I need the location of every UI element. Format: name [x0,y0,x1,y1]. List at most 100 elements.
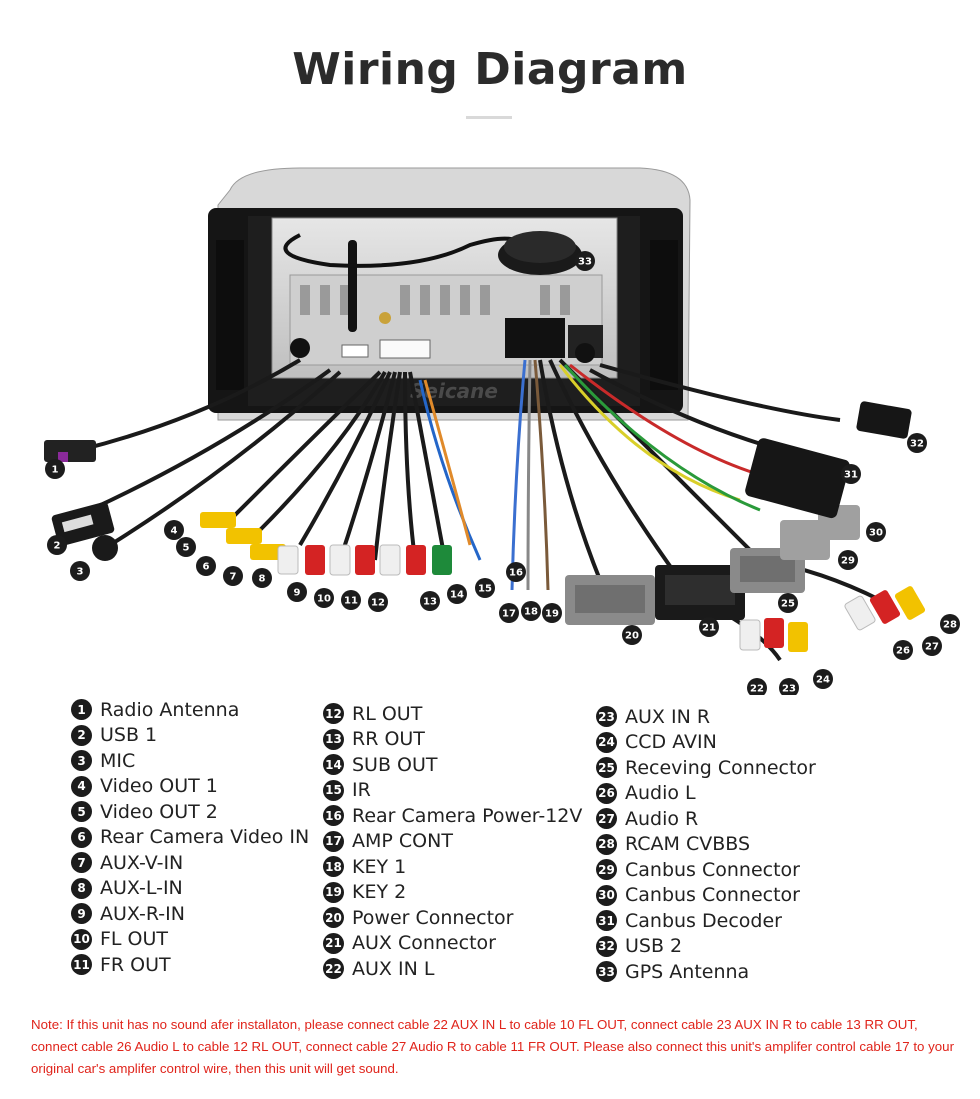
legend-item: 26 Audio L [596,781,816,807]
callout-badge [341,590,361,610]
gps-antenna [283,231,582,275]
callout-badge [747,678,767,695]
legend-number-badge: 28 [596,833,617,855]
callout-number: 19 [545,609,559,620]
legend-number-badge: 20 [323,907,344,929]
legend-number-badge: 23 [596,706,617,728]
legend-number-badge: 7 [71,852,92,874]
callout-badge [521,601,541,621]
legend-label: Video OUT 2 [100,800,218,823]
usb2-plug [856,401,912,439]
callout-number: 28 [943,620,957,631]
legend-number-badge: 33 [596,961,617,983]
legend-label: Power Connector [352,906,514,929]
callout-number: 8 [259,574,266,585]
callout-badge [893,640,913,660]
callout-badge [164,520,184,540]
legend-label: AMP CONT [352,830,453,853]
legend-label: AUX-R-IN [100,902,185,925]
legend-number-badge: 6 [71,826,92,848]
callout-number: 26 [896,646,910,657]
legend-label: AUX-V-IN [100,851,184,874]
legend-number-badge: 30 [596,884,617,906]
legend-number-badge: 17 [323,830,344,852]
legend-number-badge: 12 [323,703,344,725]
callout-badge [866,522,886,542]
callout-number: 9 [294,588,301,599]
callout-number: 32 [910,439,924,450]
head-unit: Seicane [208,167,691,421]
callout-number: 2 [54,541,61,552]
legend-number-badge: 26 [596,782,617,804]
callout-badge [813,669,833,689]
callout-number: 13 [423,597,437,608]
callout-number: 25 [781,599,795,610]
legend-item: 16 Rear Camera Power-12V [323,803,582,829]
callout-number: 31 [844,470,858,481]
rca-plugs-right [739,586,926,652]
callout-badge [314,588,334,608]
callout-number: 5 [183,543,190,554]
legend-number-badge: 16 [323,805,344,827]
legend-label: Canbus Connector [625,858,800,881]
legend-label: KEY 2 [352,881,407,904]
callout-badge [699,617,719,637]
canbus-decoder-box [745,438,850,519]
legend-label: GPS Antenna [625,960,750,983]
legend-item: 9 AUX-R-IN [71,901,309,927]
legend-number-badge: 8 [71,877,92,899]
legend-number-badge: 9 [71,903,92,925]
legend-label: USB 1 [100,724,158,747]
legend-item: 6 Rear Camera Video IN [71,825,309,851]
legend-label: Audio L [625,782,696,805]
callout-number: 10 [317,594,331,605]
callout-number: 17 [502,609,516,620]
callout-badge [841,464,861,484]
callout-number: 4 [171,526,178,537]
callout-badge [70,561,90,581]
legend-item: 7 AUX-V-IN [71,850,309,876]
legend-label: Canbus Decoder [625,909,782,932]
legend-item: 5 Video OUT 2 [71,799,309,825]
legend-number-badge: 4 [71,775,92,797]
legend-number-badge: 29 [596,859,617,881]
legend-label: Rear Camera Power-12V [352,804,583,827]
legend-number-badge: 13 [323,728,344,750]
legend-label: Rear Camera Video IN [100,826,310,849]
legend-number-badge: 14 [323,754,344,776]
callout-number: 27 [925,642,939,653]
callout-number: 16 [509,568,523,579]
legend-label: FL OUT [100,928,169,951]
callout-number: 15 [478,584,492,595]
legend-number-badge: 31 [596,910,617,932]
legend-label: AUX IN R [625,705,711,728]
wiring-diagram-illustration: Seicane [44,167,960,695]
legend-label: IR [352,779,371,802]
legend-number-badge: 2 [71,724,92,746]
callout-badge [922,636,942,656]
rca-plugs-left [200,512,452,576]
callout-number: 3 [77,567,84,578]
legend-item: 33 GPS Antenna [596,959,816,985]
callout-badge [779,678,799,695]
callout-badge [907,433,927,453]
legend-label: RCAM CVBBS [625,833,751,856]
legend-number-badge: 5 [71,801,92,823]
callout-number: 20 [625,631,639,642]
callout-number: 7 [230,572,237,583]
callout-badge [499,603,519,623]
callout-number: 21 [702,623,716,634]
legend-label: AUX IN L [352,957,435,980]
title-underline [466,116,512,119]
legend-number-badge: 21 [323,932,344,954]
callout-number: 14 [450,590,464,601]
